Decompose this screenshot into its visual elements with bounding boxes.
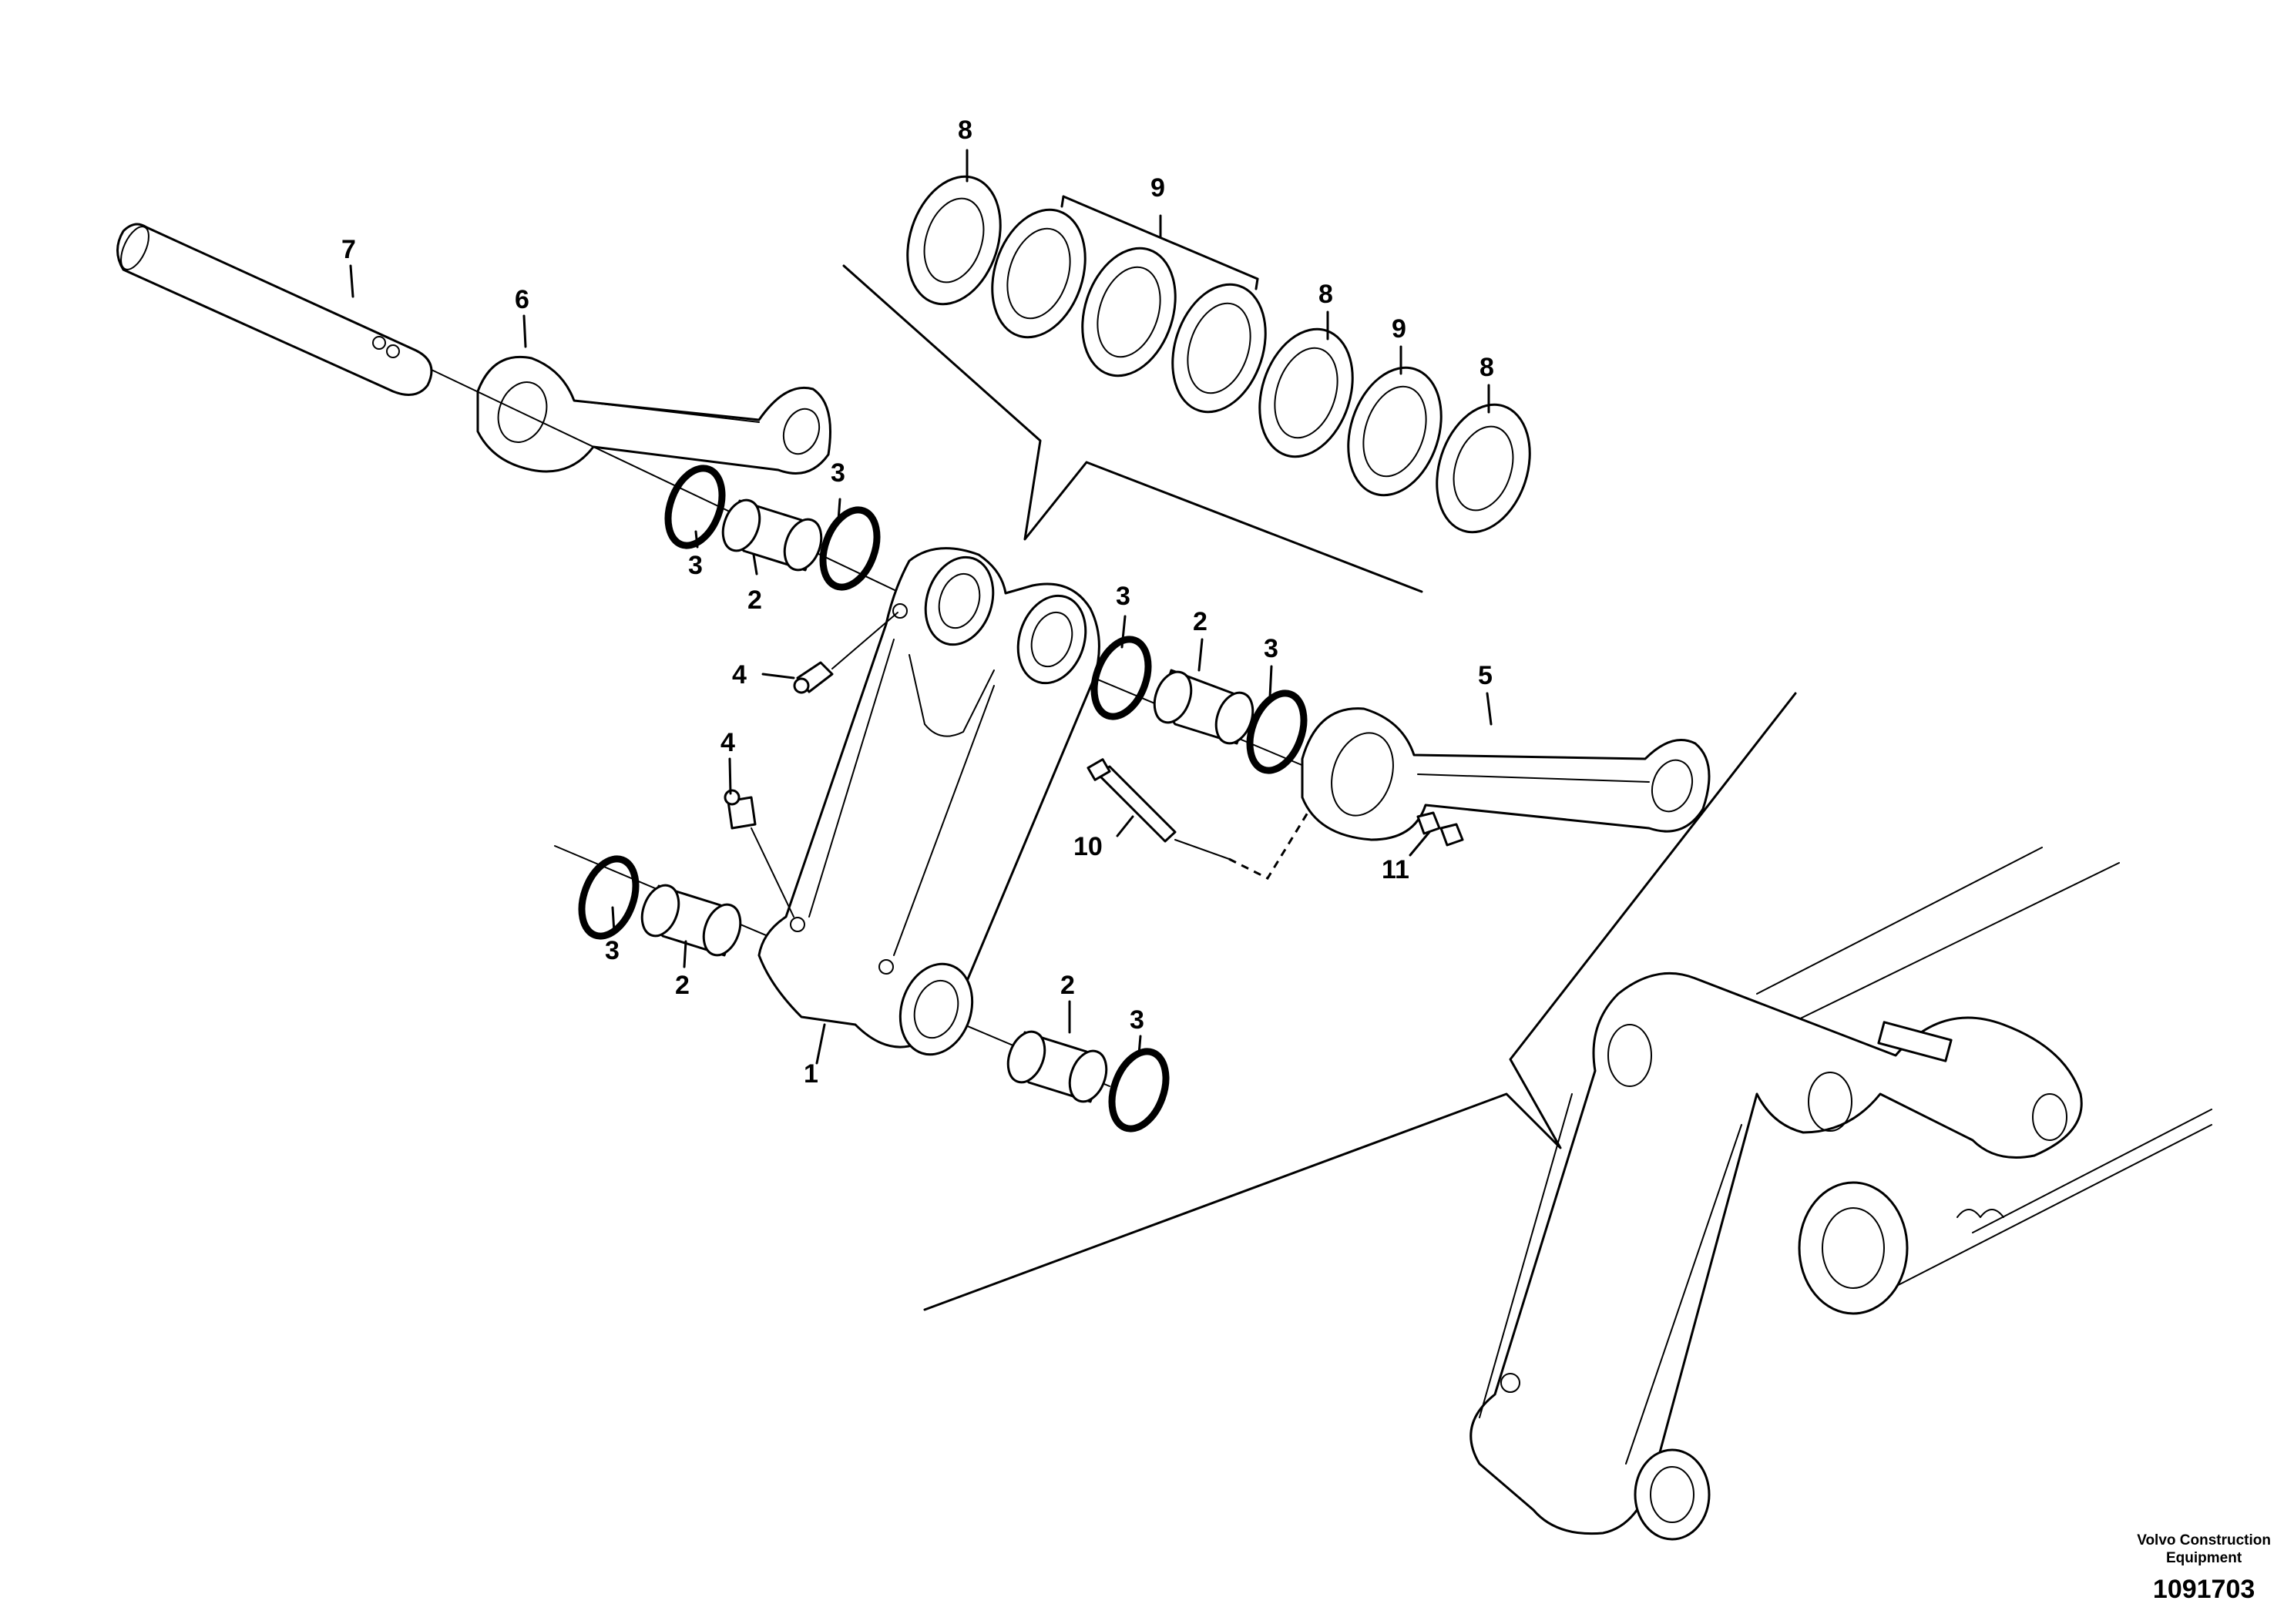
assembled-linkage-view <box>1469 847 2212 1541</box>
link-rod-5 <box>1301 707 1711 841</box>
callout-3-upper-right: 3 <box>831 458 845 488</box>
grease-nipple-lower <box>724 789 794 918</box>
callout-9-mid: 9 <box>1392 314 1406 344</box>
washer-stack <box>906 175 1531 534</box>
leader-lines <box>349 149 1493 1065</box>
callout-5: 5 <box>1478 661 1493 690</box>
callout-4-lower: 4 <box>720 728 735 757</box>
callout-6: 6 <box>515 285 529 314</box>
bushing-2-upper-left <box>721 498 823 572</box>
callout-2-lower-right: 2 <box>1060 971 1075 1000</box>
seal-3-mid-left <box>1090 636 1152 720</box>
callout-1: 1 <box>804 1059 818 1089</box>
callout-3-mid-right: 3 <box>1264 634 1278 663</box>
callout-2-lower-left: 2 <box>675 971 690 1000</box>
bushing-2-lower-left <box>640 884 742 957</box>
link-1 <box>757 547 1100 1056</box>
seal-3-mid-right <box>1246 690 1308 774</box>
callout-7: 7 <box>341 235 356 264</box>
callout-3-upper-left: 3 <box>688 551 703 580</box>
callout-labels: 8 9 8 9 8 7 6 3 2 3 3 2 3 5 4 4 10 11 3 … <box>341 116 1494 1089</box>
callout-3-lower-left: 3 <box>605 936 620 965</box>
bolt-10 <box>1087 758 1177 843</box>
nut-11 <box>1416 811 1464 847</box>
pin <box>116 223 433 396</box>
callout-2-mid: 2 <box>1193 607 1207 636</box>
washer-9-a <box>991 208 1087 339</box>
bushing-2-mid <box>1153 669 1254 745</box>
seal-3-upper-right <box>819 506 881 591</box>
link-rod-6 <box>476 356 831 475</box>
callout-4-upper: 4 <box>732 660 747 690</box>
manufacturer-name-line2: Equipment <box>2166 1550 2242 1566</box>
grease-nipple-upper <box>793 612 898 694</box>
washer-8-b <box>1258 327 1354 458</box>
seal-3-lower-right <box>1108 1048 1170 1132</box>
drawing-number: 1091703 <box>2152 1575 2255 1604</box>
washer-detail-balloon <box>842 264 1423 593</box>
callout-3-lower-right: 3 <box>1130 1005 1144 1035</box>
callout-8-right: 8 <box>1480 353 1494 382</box>
callout-3-mid-left: 3 <box>1116 582 1130 611</box>
callout-2-upper-left: 2 <box>747 586 762 615</box>
seal-3-upper-left <box>664 465 726 549</box>
callout-10: 10 <box>1073 832 1103 861</box>
callout-11: 11 <box>1382 855 1409 884</box>
manufacturer-name-line1: Volvo Construction <box>2137 1532 2271 1549</box>
washer-8-c <box>1436 403 1531 534</box>
washer-9-c <box>1171 283 1267 414</box>
washer-9-b <box>1081 247 1177 377</box>
bushing-2-lower-right <box>1006 1030 1108 1103</box>
callout-8-mid: 8 <box>1318 280 1333 309</box>
callout-9-top: 9 <box>1150 173 1165 203</box>
washer-9-d <box>1347 366 1443 497</box>
drawing-footer: Volvo Construction Equipment 1091703 <box>2137 1532 2271 1605</box>
washer-8-a <box>906 175 1002 306</box>
callout-8-top: 8 <box>958 116 972 145</box>
assembly-view-balloon <box>923 692 1797 1311</box>
seal-3-lower-left <box>578 855 640 940</box>
